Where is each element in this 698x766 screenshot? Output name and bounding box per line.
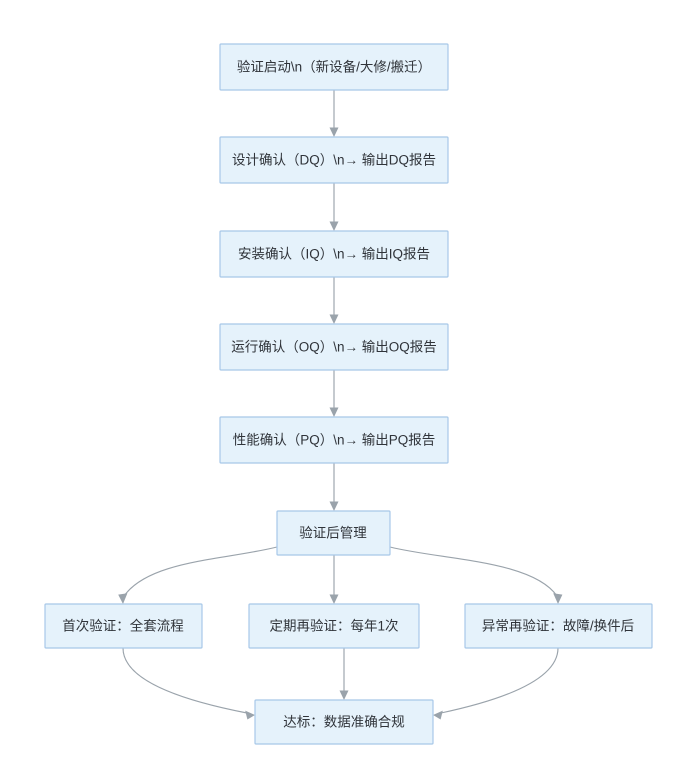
node-validation-start[interactable]: 验证启动\n（新设备/大修/搬迁）: [219, 43, 449, 91]
node-validation-start-label: 验证启动\n（新设备/大修/搬迁）: [237, 59, 431, 75]
nodes-layer: 验证启动\n（新设备/大修/搬迁） 设计确认（DQ）\n→ 输出DQ报告 安装确…: [44, 43, 653, 745]
node-abnormal-revalidation-label: 异常再验证：故障/换件后: [482, 619, 634, 634]
node-performance-qualification-label: 性能确认（PQ）\n→ 输出PQ报告: [233, 433, 436, 448]
edge-post-to-abnormal: [389, 546, 563, 604]
node-abnormal-revalidation[interactable]: 异常再验证：故障/换件后: [464, 603, 653, 649]
node-periodic-revalidation[interactable]: 定期再验证：每年1次: [248, 603, 420, 649]
edges-layer: [118, 90, 563, 720]
node-pass-criteria[interactable]: 达标：数据准确合规: [254, 699, 434, 745]
edge-abnormal-to-pass: [433, 647, 559, 720]
edge-post-to-first: [118, 546, 278, 604]
edge-periodic-to-pass: [339, 648, 349, 700]
node-design-qualification-label: 设计确认（DQ）\n→ 输出DQ报告: [232, 153, 436, 168]
node-performance-qualification[interactable]: 性能确认（PQ）\n→ 输出PQ报告: [219, 416, 449, 464]
node-pass-criteria-label: 达标：数据准确合规: [283, 715, 405, 730]
node-design-qualification[interactable]: 设计确认（DQ）\n→ 输出DQ报告: [219, 136, 449, 184]
node-first-validation-label: 首次验证：全套流程: [62, 618, 184, 634]
edge-oq-to-pq: [329, 370, 339, 417]
edge-dq-to-iq: [329, 183, 339, 231]
node-post-validation-management-label: 验证后管理: [299, 526, 367, 541]
node-operational-qualification-label: 运行确认（OQ）\n→ 输出OQ报告: [231, 340, 437, 355]
node-installation-qualification-label: 安装确认（IQ）\n→ 输出IQ报告: [238, 247, 430, 262]
edge-iq-to-oq: [329, 277, 339, 324]
edge-pq-to-post: [329, 463, 339, 511]
node-installation-qualification[interactable]: 安装确认（IQ）\n→ 输出IQ报告: [219, 230, 449, 278]
edge-first-to-pass: [122, 647, 255, 720]
node-operational-qualification[interactable]: 运行确认（OQ）\n→ 输出OQ报告: [219, 323, 449, 371]
edge-start-to-dq: [329, 90, 339, 137]
edge-post-to-periodic: [329, 555, 339, 604]
node-periodic-revalidation-label: 定期再验证：每年1次: [269, 619, 398, 634]
node-first-validation[interactable]: 首次验证：全套流程: [44, 603, 203, 649]
node-post-validation-management[interactable]: 验证后管理: [276, 510, 391, 556]
